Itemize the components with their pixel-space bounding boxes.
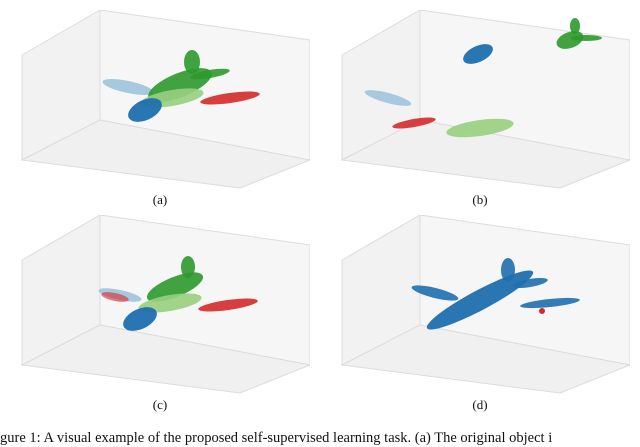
subfigure-label-a: (a)	[152, 192, 168, 207]
panel-a: (a)	[10, 10, 310, 210]
airplane-points-a	[102, 50, 260, 122]
point-cloud-plot-c	[20, 215, 310, 394]
subfigure-label-d: (d)	[472, 397, 488, 412]
subfigure-label-c: (c)	[152, 397, 168, 412]
airplane-points-d	[411, 258, 580, 330]
airplane-parts-scattered-b	[364, 18, 602, 138]
point-cloud-plot-a	[20, 10, 310, 189]
panel-b: (b)	[330, 10, 630, 210]
subfigure-label-b: (b)	[472, 192, 488, 207]
panel-d: (d)	[330, 215, 630, 415]
figure-caption: igure 1: A visual example of the propose…	[0, 430, 553, 446]
airplane-points-c	[98, 256, 258, 331]
panel-c: (c)	[10, 215, 310, 415]
point-cloud-plot-b	[340, 10, 630, 189]
point-cloud-plot-d	[340, 215, 630, 394]
